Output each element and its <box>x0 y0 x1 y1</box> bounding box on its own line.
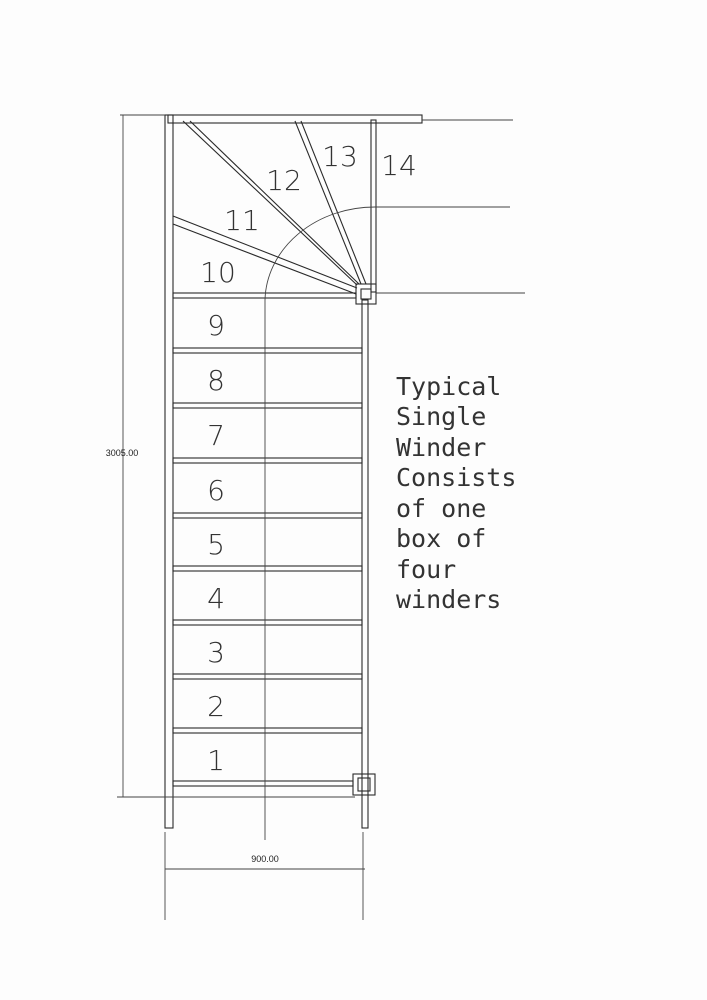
height-dimension-label: 3005.00 <box>106 448 139 458</box>
tread-line <box>172 673 363 680</box>
top-newel-post <box>355 283 377 305</box>
step-number: 10 <box>200 256 236 289</box>
tread-line <box>172 457 363 464</box>
step-number: 8 <box>207 364 225 397</box>
tread-line <box>172 780 354 787</box>
step-number: 1 <box>207 744 225 777</box>
width-dimension-label: 900.00 <box>251 854 279 864</box>
tread-line <box>172 565 363 572</box>
winder-note: Typical Single Winder Consists of one bo… <box>396 372 516 614</box>
note-line: Typical <box>396 372 501 401</box>
right-stringer <box>361 119 377 829</box>
step-number: 3 <box>207 636 225 669</box>
step-number: 9 <box>207 309 225 342</box>
note-line: of one <box>396 494 486 523</box>
tread-line <box>172 727 363 734</box>
left-stringer <box>164 114 174 829</box>
landing-rail <box>167 114 525 294</box>
step-number: 14 <box>381 149 417 182</box>
tread-line <box>172 347 363 354</box>
tread-line <box>172 619 363 626</box>
note-line: box of <box>396 524 486 553</box>
step-number: 12 <box>266 164 302 197</box>
step-number: 11 <box>224 204 260 237</box>
step-number: 2 <box>207 690 225 723</box>
note-line: Winder <box>396 433 486 462</box>
note-line: four <box>396 555 456 584</box>
height-dimension: 3005.00 <box>106 114 355 798</box>
step-number: 7 <box>207 419 225 452</box>
note-line: Single <box>396 402 486 431</box>
tread-line <box>172 292 357 299</box>
step-number: 6 <box>207 474 225 507</box>
winder-lines <box>172 120 367 295</box>
step-numbers: 1 2 3 4 5 6 7 8 9 10 11 12 13 14 <box>200 140 417 777</box>
step-number: 4 <box>207 582 225 615</box>
step-number: 13 <box>322 140 358 173</box>
note-line: Consists <box>396 463 516 492</box>
bottom-newel-post <box>352 773 376 796</box>
treads <box>172 292 363 787</box>
note-line: winders <box>396 585 501 614</box>
width-dimension: 900.00 <box>164 832 365 920</box>
walking-line <box>264 206 377 840</box>
tread-line <box>172 512 363 519</box>
tread-line <box>172 402 363 409</box>
step-number: 5 <box>207 528 225 561</box>
